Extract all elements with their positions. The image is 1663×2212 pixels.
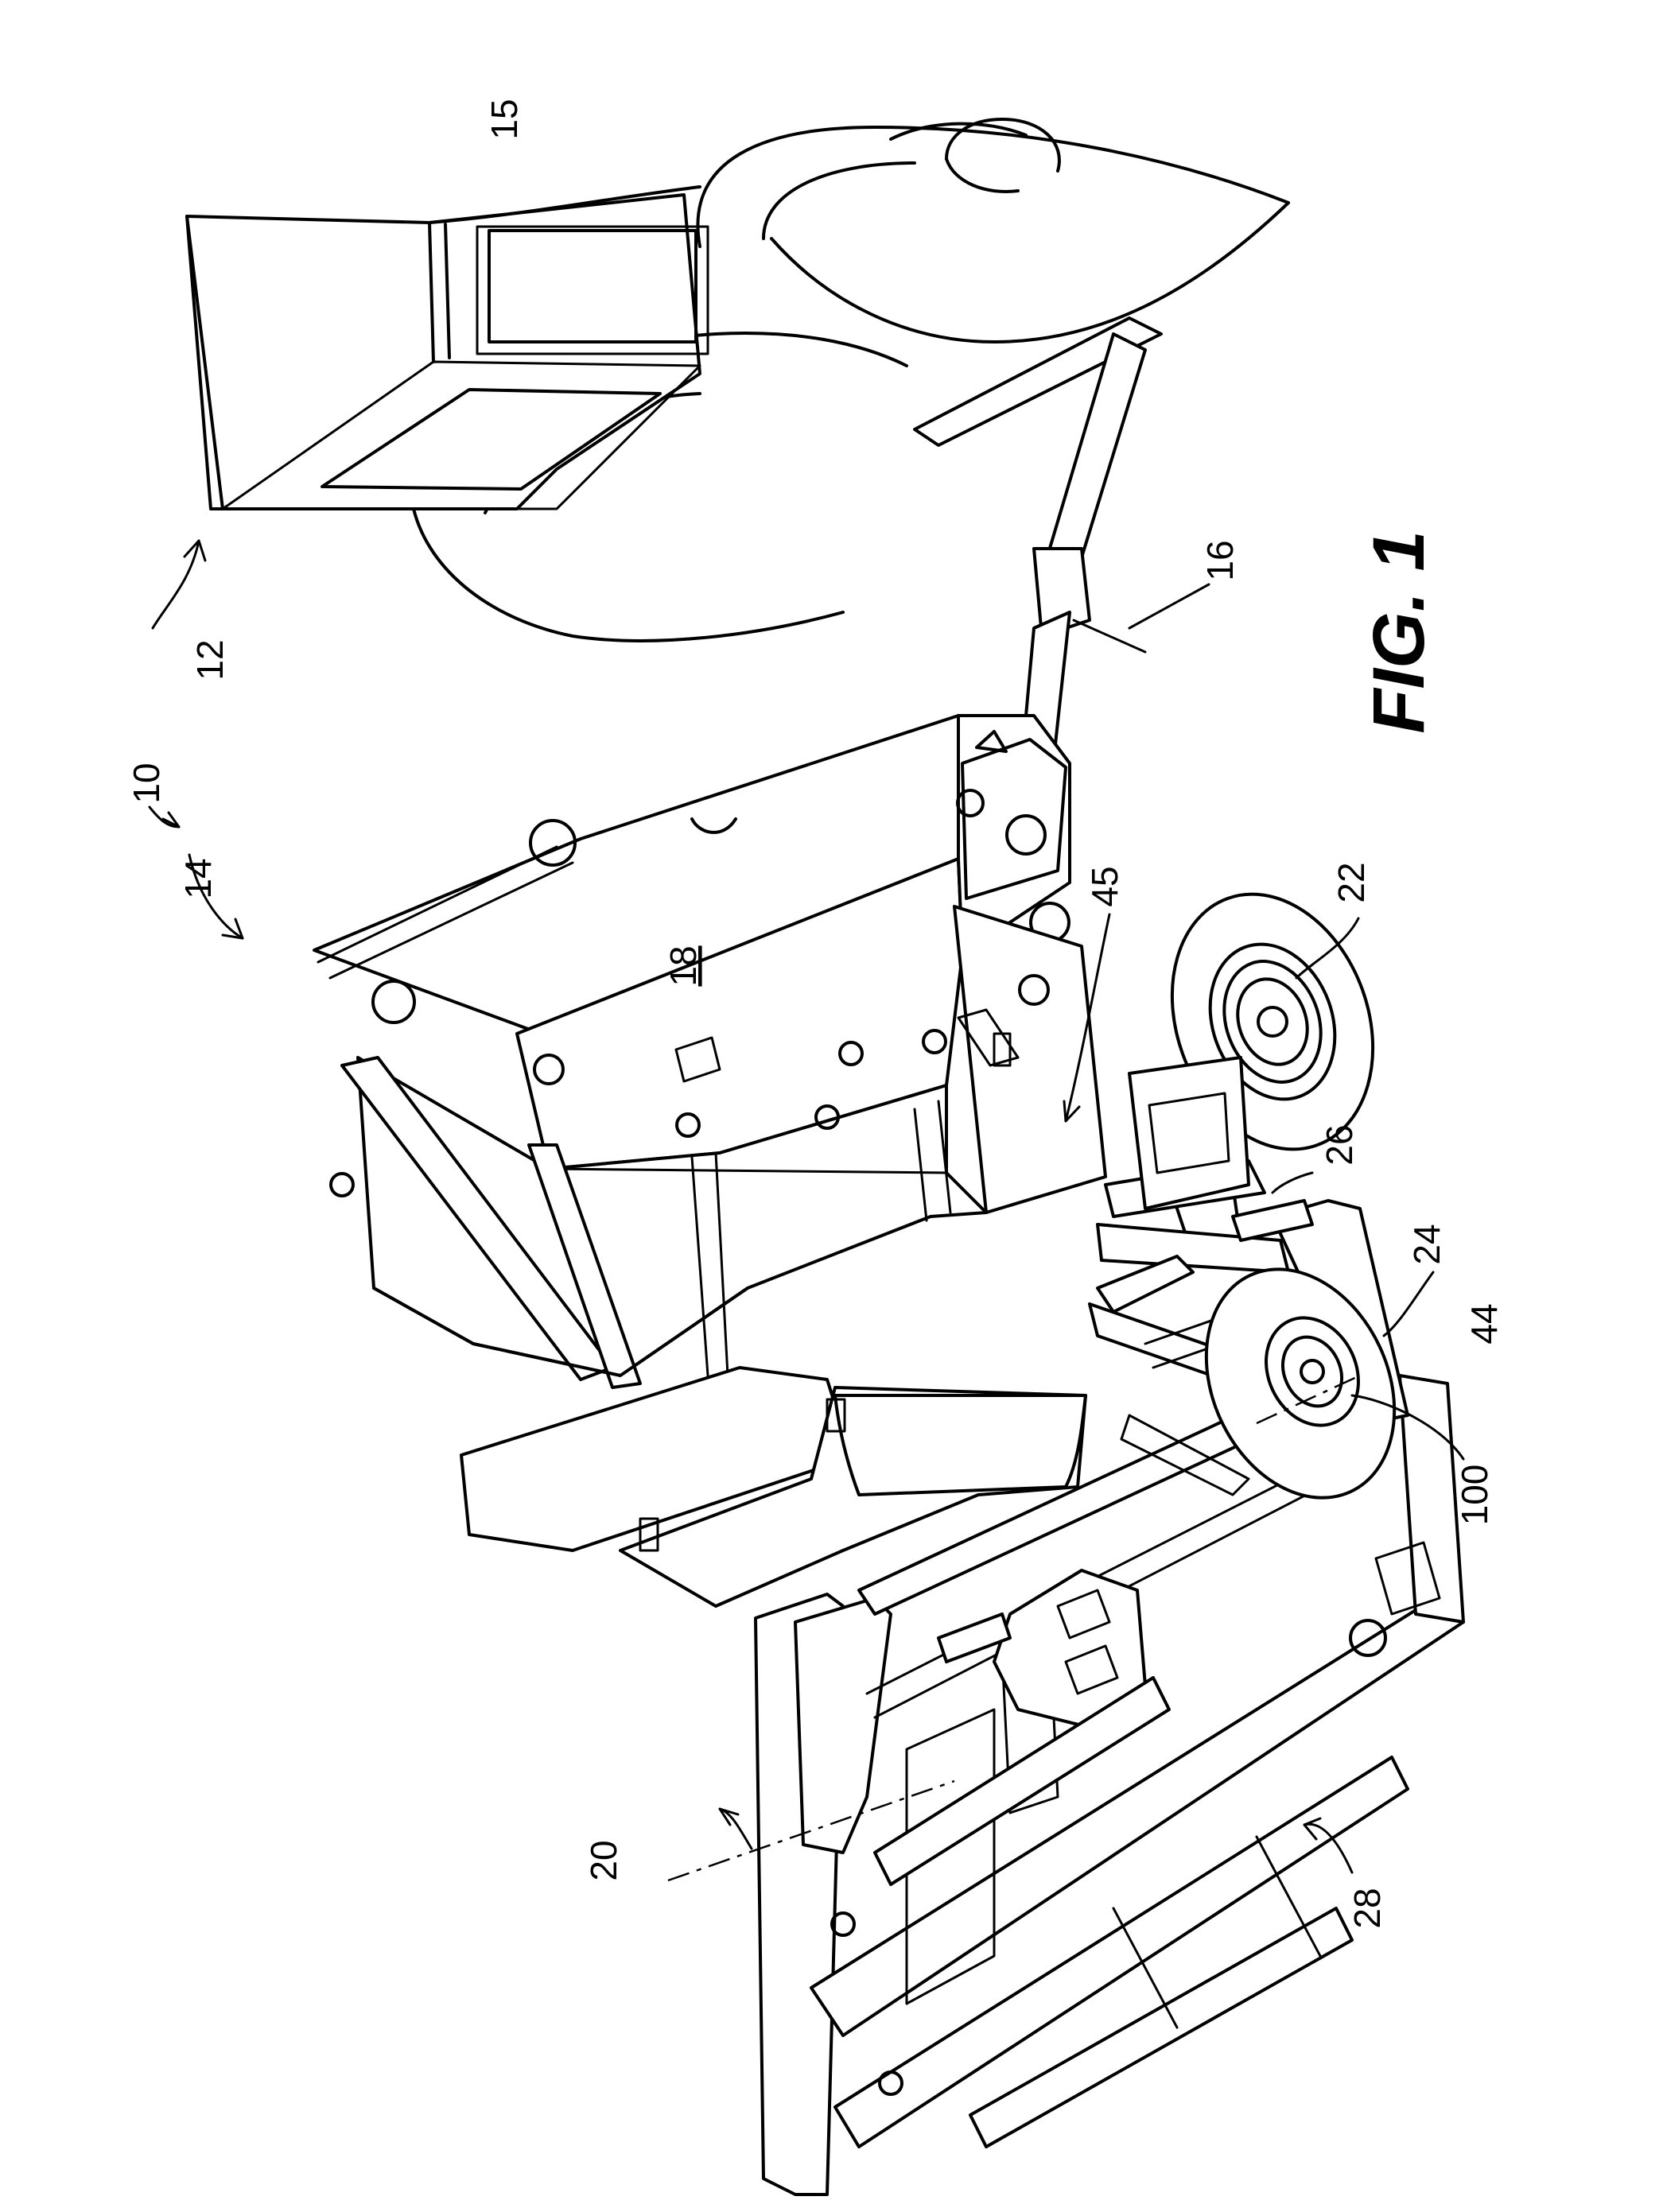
ref-100: 100 [1454,1465,1495,1526]
ref-28: 28 [1346,1888,1388,1928]
ref-20: 20 [583,1840,624,1880]
ref-24: 24 [1406,1224,1447,1264]
tractor-body [187,187,708,509]
tractor-front-wheel [697,119,1288,342]
ref-14: 14 [177,858,219,898]
baler-front-shroud [461,1368,1086,1606]
ref-44: 44 [1463,1303,1505,1344]
ref-16: 16 [1199,540,1241,580]
figure-title: FIG. 1 [1358,530,1440,734]
baler-main-housing [314,716,1105,1387]
wheel-24 [1171,1239,1430,1529]
ref-12: 12 [189,639,231,680]
ref-18: 18 [662,945,704,986]
ref-45: 45 [1084,866,1125,906]
ref-15: 15 [484,99,525,139]
ref-10: 10 [126,763,167,803]
ref-22: 22 [1331,862,1372,902]
ref-26: 26 [1319,1124,1360,1165]
